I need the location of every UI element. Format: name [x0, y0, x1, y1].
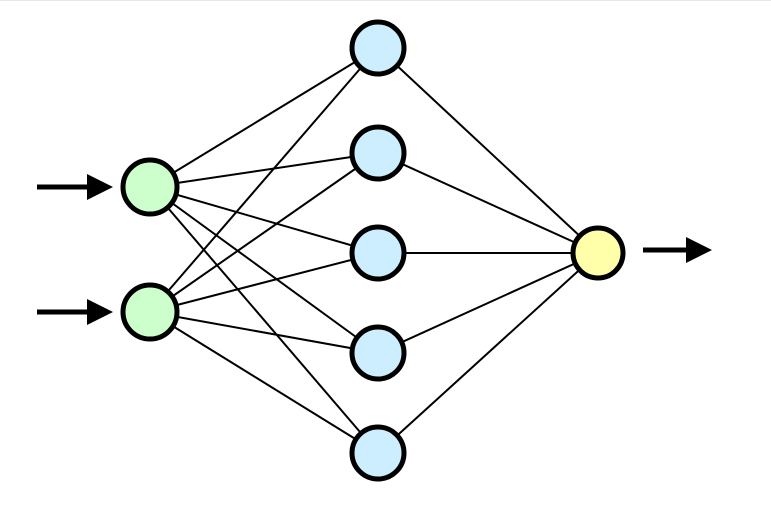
- node-i2[interactable]: [120, 282, 180, 342]
- edge-h4-o1: [377, 252, 599, 354]
- edge-h2-o1: [377, 152, 599, 254]
- edge-i1-h4: [149, 186, 379, 354]
- node-h2[interactable]: [349, 124, 407, 182]
- node-h4[interactable]: [349, 324, 407, 382]
- node-o1[interactable]: [570, 225, 626, 281]
- node-h3[interactable]: [349, 224, 407, 282]
- input-arrow-top-head: [87, 174, 113, 200]
- output-arrow: [643, 237, 712, 263]
- edges-group: [149, 47, 599, 454]
- edge-i1-h1: [149, 47, 379, 188]
- edge-i2-h1: [149, 47, 379, 313]
- node-h1[interactable]: [349, 19, 407, 77]
- input-arrow-bottom: [37, 299, 113, 325]
- input-arrow-bottom-head: [87, 299, 113, 325]
- input-arrow-top: [37, 174, 113, 200]
- node-i1[interactable]: [120, 157, 180, 217]
- edge-i2-h3: [149, 252, 379, 313]
- io-arrows-group: [37, 174, 712, 325]
- edge-i1-h2: [149, 152, 379, 188]
- edge-i1-h3: [149, 186, 379, 254]
- edge-i2-h4: [149, 311, 379, 354]
- edge-h1-o1: [377, 47, 599, 254]
- edge-i1-h5: [149, 186, 379, 454]
- nodes-group: [120, 19, 626, 482]
- edge-i2-h5: [149, 311, 379, 454]
- node-h5[interactable]: [349, 424, 407, 482]
- output-arrow-head: [686, 237, 712, 263]
- edge-i2-h2: [149, 152, 379, 313]
- edge-h5-o1: [377, 252, 599, 454]
